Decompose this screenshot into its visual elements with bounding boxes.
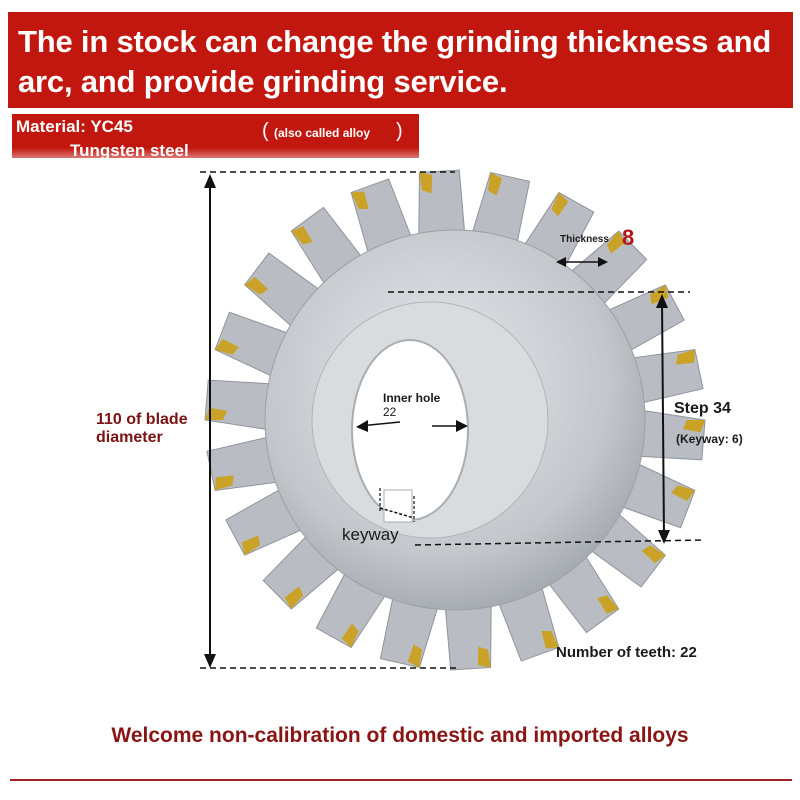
carbide-tip bbox=[477, 646, 491, 668]
carbide-tip bbox=[650, 284, 669, 305]
thickness-value: 8 bbox=[622, 225, 635, 250]
inner-hole-arrowhead-left bbox=[356, 420, 368, 432]
carbide-tip bbox=[244, 276, 269, 295]
carbide-tip bbox=[284, 586, 304, 609]
carbide-tip bbox=[676, 349, 695, 365]
step-bottom-line bbox=[414, 539, 706, 546]
carbide-tip bbox=[407, 644, 422, 668]
paren-close: ) bbox=[396, 120, 403, 142]
thickness-label: Thickness bbox=[560, 234, 609, 245]
headline-text: The in stock can change the grinding thi… bbox=[18, 24, 772, 99]
diameter-label: 110 of blade diameter bbox=[96, 411, 188, 446]
paren-open: ( bbox=[262, 120, 269, 142]
footer-divider bbox=[10, 779, 792, 781]
thickness-arrowhead-left bbox=[556, 257, 566, 267]
carbide-tip bbox=[597, 595, 619, 614]
welcome-footer-text: Welcome non-calibration of domestic and … bbox=[111, 724, 689, 747]
carbide-tip bbox=[606, 231, 626, 254]
keyway-slot bbox=[383, 489, 413, 523]
inner-hole-arrowhead-right bbox=[456, 420, 468, 432]
inner-hole-value: 22 bbox=[383, 405, 397, 419]
carbide-tip bbox=[551, 192, 569, 217]
diameter-arrowhead-bottom bbox=[204, 654, 216, 668]
headline-banner bbox=[8, 12, 793, 108]
thickness-arrowhead-right bbox=[598, 257, 608, 267]
material-fade bbox=[12, 148, 432, 172]
teeth-count-label: Number of teeth: 22 bbox=[556, 644, 697, 661]
inner-hole-label: Inner hole bbox=[383, 391, 441, 405]
carbide-tip bbox=[641, 545, 666, 564]
carbide-tip bbox=[215, 338, 239, 355]
keyway-marker bbox=[379, 507, 415, 519]
carbide-tip bbox=[419, 172, 433, 194]
blade-teeth bbox=[204, 169, 706, 671]
step-arrowhead-top bbox=[656, 294, 668, 308]
keyway-note: (Keyway: 6) bbox=[676, 432, 743, 446]
step-arrow bbox=[661, 299, 665, 539]
step-label: Step 34 bbox=[674, 400, 731, 417]
carbide-tip bbox=[215, 475, 234, 491]
material-label: Material: YC45 bbox=[16, 117, 133, 136]
material-note: (also called alloy bbox=[274, 126, 371, 140]
carbide-tip bbox=[488, 172, 503, 196]
carbide-tip bbox=[682, 420, 705, 433]
carbide-tip bbox=[351, 191, 369, 209]
carbide-tip bbox=[541, 631, 559, 649]
diameter-arrowhead-top bbox=[204, 174, 216, 188]
step-arrowhead-bottom bbox=[658, 530, 670, 544]
carbide-tip bbox=[241, 535, 260, 556]
keyway-label: keyway bbox=[342, 525, 399, 544]
carbide-tip bbox=[671, 485, 695, 502]
carbide-tip bbox=[291, 226, 313, 245]
carbide-tip bbox=[341, 623, 359, 648]
